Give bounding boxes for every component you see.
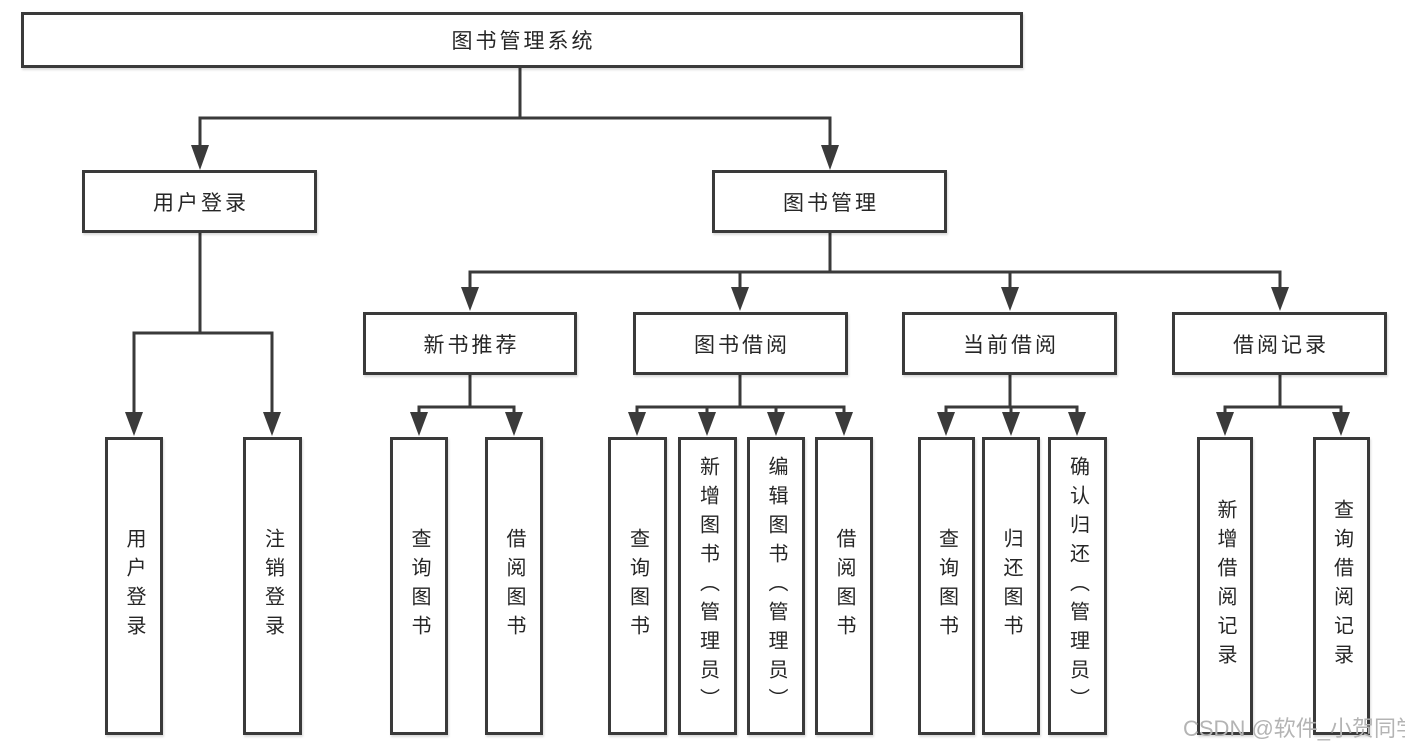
arrowhead-icon — [410, 412, 428, 436]
arrowhead-icon — [191, 145, 209, 170]
watermark: CSDN @软件_小贺同学 — [1183, 716, 1405, 741]
arrowhead-icon — [263, 412, 281, 436]
node-book-management: 图书管理 — [712, 170, 947, 233]
node-borrow-records-label: 借阅记录 — [1233, 333, 1329, 357]
leaf-borrow-query-books: 查询图书 — [608, 437, 667, 735]
arrowhead-icon — [698, 412, 716, 436]
arrowhead-icon — [461, 287, 479, 311]
arrowhead-icon — [1332, 412, 1350, 436]
leaf-borrow-borrow-books-label: 借阅图书 — [833, 528, 855, 644]
leaf-current-query-books-label: 查询图书 — [935, 528, 958, 644]
arrowhead-icon — [1216, 412, 1234, 436]
leaf-user-login-label: 用户登录 — [123, 528, 145, 644]
arrowhead-icon — [1068, 412, 1086, 436]
node-user-login-label: 用户登录 — [153, 191, 249, 215]
node-book-borrow: 图书借阅 — [633, 312, 848, 375]
leaf-current-query-books: 查询图书 — [918, 437, 975, 735]
leaf-borrow-query-books-label: 查询图书 — [626, 528, 649, 644]
leaf-newbook-query-books: 查询图书 — [390, 437, 448, 735]
leaf-newbook-borrow-books: 借阅图书 — [485, 437, 543, 735]
arrowhead-icon — [1002, 412, 1020, 436]
leaf-current-return-books: 归还图书 — [982, 437, 1040, 735]
node-book-borrow-label: 图书借阅 — [694, 333, 790, 357]
arrowhead-icon — [1001, 287, 1019, 311]
arrowhead-icon — [731, 287, 749, 311]
arrowhead-icon — [628, 412, 646, 436]
node-user-login: 用户登录 — [82, 170, 317, 233]
leaf-logout-label: 注销登录 — [261, 528, 284, 644]
node-borrow-records: 借阅记录 — [1172, 312, 1387, 375]
node-new-book-recommend-label: 新书推荐 — [423, 333, 520, 357]
leaf-current-confirm-return-admin: 确认归还（管理员） — [1048, 437, 1107, 735]
leaf-records-query-record-label: 查询借阅记录 — [1330, 499, 1353, 673]
leaf-current-return-books-label: 归还图书 — [1000, 528, 1022, 644]
leaf-borrow-edit-books-admin: 编辑图书（管理员） — [747, 437, 805, 735]
leaf-borrow-add-books-admin: 新增图书（管理员） — [678, 437, 737, 735]
leaf-records-query-record: 查询借阅记录 — [1313, 437, 1370, 735]
node-root: 图书管理系统 — [21, 12, 1023, 68]
leaf-records-add-record-label: 新增借阅记录 — [1214, 499, 1236, 673]
leaf-newbook-borrow-books-label: 借阅图书 — [503, 528, 525, 644]
leaf-current-confirm-return-admin-label: 确认归还（管理员） — [1066, 455, 1089, 717]
arrowhead-icon — [821, 145, 839, 170]
leaf-newbook-query-books-label: 查询图书 — [408, 528, 430, 644]
arrowhead-icon — [505, 412, 523, 436]
node-book-management-label: 图书管理 — [783, 191, 879, 215]
leaf-logout: 注销登录 — [243, 437, 302, 735]
arrowhead-icon — [835, 412, 853, 436]
leaf-borrow-edit-books-admin-label: 编辑图书（管理员） — [765, 455, 787, 717]
arrowhead-icon — [1271, 287, 1289, 311]
node-current-borrow-label: 当前借阅 — [963, 333, 1059, 357]
node-new-book-recommend: 新书推荐 — [363, 312, 577, 375]
node-current-borrow: 当前借阅 — [902, 312, 1117, 375]
leaf-borrow-borrow-books: 借阅图书 — [815, 437, 873, 735]
arrowhead-icon — [767, 412, 785, 436]
leaf-records-add-record: 新增借阅记录 — [1197, 437, 1253, 735]
node-root-label: 图书管理系统 — [451, 30, 596, 53]
leaf-borrow-add-books-admin-label: 新增图书（管理员） — [696, 455, 719, 717]
arrowhead-icon — [125, 412, 143, 436]
leaf-user-login: 用户登录 — [105, 437, 163, 735]
arrowhead-icon — [937, 412, 955, 436]
